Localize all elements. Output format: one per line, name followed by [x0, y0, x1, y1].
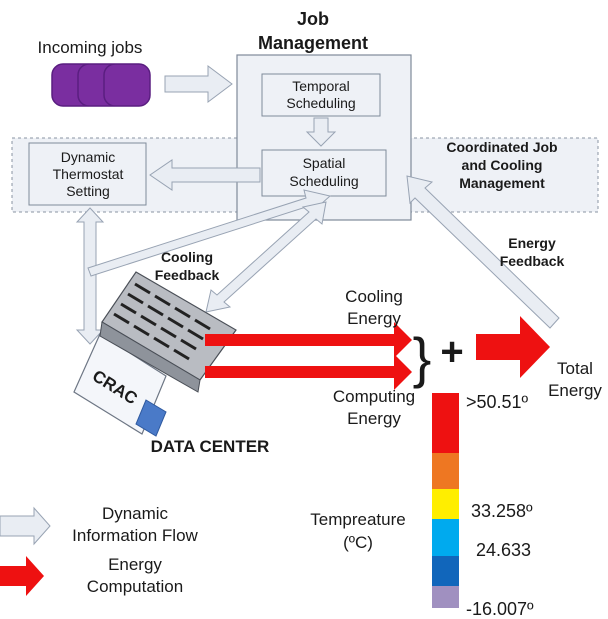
temperature-title-line2: (ºC)	[343, 533, 373, 552]
energy-feedback-line1: Energy	[508, 235, 556, 251]
plus-sign: +	[440, 330, 463, 374]
legend-info-flow-line2: Information Flow	[72, 526, 198, 545]
data-center-illustration: CRAC	[73, 271, 237, 437]
temp-label-min: -16.007º	[466, 599, 534, 619]
temp-band-blue	[432, 556, 459, 586]
legend-energy-computation-arrow-icon	[0, 556, 44, 596]
coordinated-line2: and Cooling	[462, 157, 543, 173]
job-management-title-line1: Job	[297, 9, 329, 29]
temporal-scheduling-box	[261, 73, 381, 117]
cooling-energy-red-arrow	[205, 322, 412, 358]
thermostat-box	[28, 142, 147, 206]
cooling-feedback-line2: Feedback	[155, 267, 220, 283]
temp-label-max: >50.51º	[466, 392, 529, 412]
cooling-energy-line1: Cooling	[345, 287, 403, 306]
energy-feedback-line2: Feedback	[500, 253, 565, 269]
coordinated-line3: Management	[459, 175, 545, 191]
temp-label-mid: 24.633	[476, 540, 531, 560]
sum-brace: }	[413, 326, 432, 389]
temp-band-orange	[432, 453, 459, 489]
thermostat-line3: Setting	[66, 183, 110, 199]
legend-info-flow-line1: Dynamic	[102, 504, 169, 523]
spatial-scheduling-line2: Scheduling	[289, 173, 358, 189]
server-rack-side	[99, 321, 201, 393]
temporal-scheduling-line1: Temporal	[292, 78, 350, 94]
thermostat-line2: Thermostat	[53, 166, 124, 182]
temperature-title-line1: Tempreature	[310, 510, 405, 529]
energy-feedback-arrow	[406, 175, 560, 329]
crac-blue-stripe	[135, 399, 167, 437]
temporal-scheduling-line2: Scheduling	[286, 95, 355, 111]
cooling-feedback-line1: Cooling	[161, 249, 213, 265]
computing-energy-red-arrow	[205, 354, 412, 390]
server-slots	[113, 282, 211, 361]
job-management-title-line2: Management	[258, 33, 368, 53]
total-energy-red-arrow	[476, 316, 550, 378]
total-energy-line1: Total	[557, 359, 593, 378]
temp-label-high: 33.258º	[471, 501, 533, 521]
thermostat-line1: Dynamic	[61, 149, 115, 165]
total-energy-line2: Energy	[548, 381, 602, 400]
temp-band-lavender	[432, 586, 459, 608]
job-icon	[103, 63, 151, 107]
computing-energy-line2: Energy	[347, 409, 401, 428]
temp-band-cyan	[432, 519, 459, 556]
temp-band-yellow	[432, 489, 459, 519]
spatial-scheduling-line1: Spatial	[303, 155, 346, 171]
cooling-energy-line2: Energy	[347, 309, 401, 328]
incoming-to-management-arrow	[164, 65, 233, 103]
temp-band-red	[432, 393, 459, 453]
computing-energy-line1: Computing	[333, 387, 415, 406]
legend-computation-line2: Computation	[87, 577, 183, 596]
data-center-label: DATA CENTER	[151, 437, 270, 456]
coordinated-line1: Coordinated Job	[446, 139, 557, 155]
temperature-scale	[432, 393, 459, 608]
spatial-scheduling-box	[261, 149, 387, 197]
incoming-jobs-label: Incoming jobs	[38, 38, 143, 57]
spatial-to-thermostat-arrow	[149, 159, 261, 191]
thermostat-crac-arrow	[75, 207, 105, 345]
legend-computation-line1: Energy	[108, 555, 162, 574]
legend-info-flow-arrow-icon	[0, 506, 51, 546]
temporal-to-spatial-arrow	[305, 117, 337, 147]
